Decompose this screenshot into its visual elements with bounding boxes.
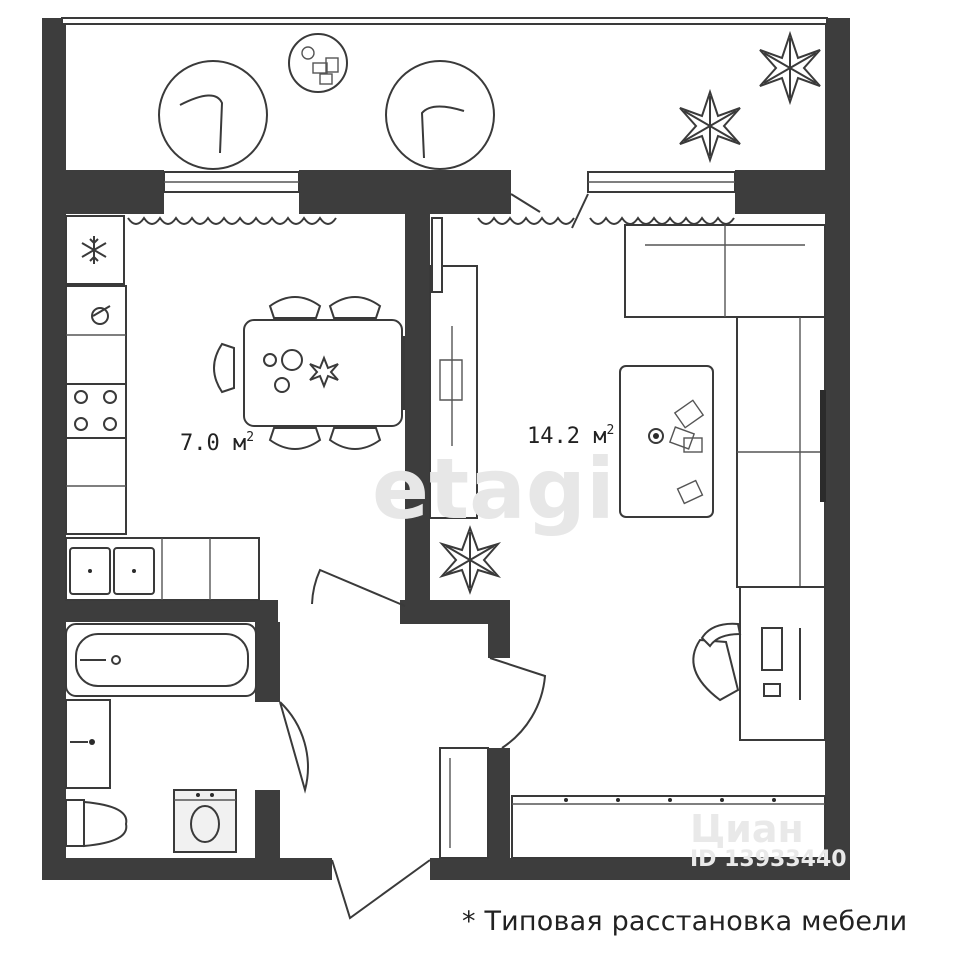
tv-stand [511,795,826,859]
stove-icon [65,383,127,439]
toilet-icon [65,799,128,848]
furniture-note: * Типовая расстановка мебели [462,906,908,937]
balcony-table [288,33,348,93]
dining-table [243,319,403,427]
fridge [65,215,125,285]
snowflake-icon [81,236,107,264]
range-hood [91,305,111,325]
cian-id-watermark: ID 13933440 [690,847,847,872]
desk [739,586,826,741]
dining-chairs [213,296,405,450]
sink-icon [69,547,155,595]
washing-machine-icon [173,789,237,853]
etagi-watermark: etagi [372,440,615,538]
plant-icon [759,30,821,106]
desk-chair [692,622,742,702]
cian-watermark: Циан [690,807,804,851]
walls [42,17,850,880]
wardrobe [429,217,478,519]
balcony-furniture [158,30,821,170]
doors [279,568,547,920]
bathroom-fixtures [65,623,257,853]
windows [163,171,736,229]
plant-icon [438,525,502,595]
washbasin [65,699,111,789]
plant-icon [679,88,741,164]
armchair-icon [385,60,495,170]
living-room-furniture: 14.2 м2 [429,217,826,859]
watermarks: etagi Циан ID 13933440 [372,440,847,872]
shoe-cabinet [439,747,489,859]
living-area-label: 14.2 м2 [527,423,614,449]
plant-icon [309,355,339,389]
kitchen-area-label: 7.0 м2 [180,430,254,456]
armchair-icon [158,60,268,170]
kitchen-furniture: 7.0 м2 [65,215,405,601]
bathtub [65,623,257,697]
coffee-table [619,365,714,518]
